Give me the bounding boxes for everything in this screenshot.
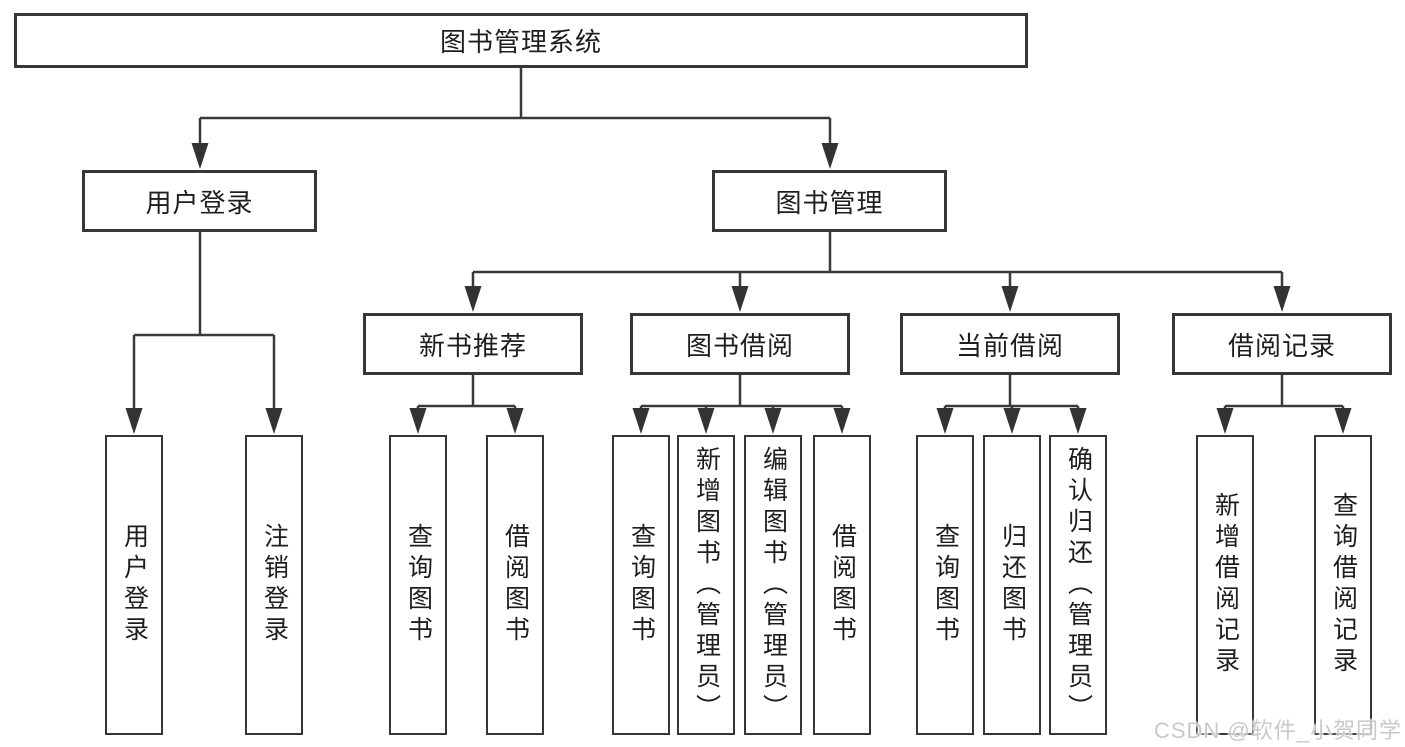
arrowhead-icon (409, 408, 427, 434)
arrowheads (125, 143, 1352, 434)
node-current-borrowing: 当前借阅 (900, 313, 1120, 375)
node-user-login: 用户登录 (82, 170, 317, 232)
node-root: 图书管理系统 (14, 13, 1028, 68)
leaf-logout-label: 注销登录 (260, 523, 289, 647)
node-borrowing-records-label: 借阅记录 (1227, 330, 1336, 361)
leaf-borrow-books-borrowing-label: 借阅图书 (828, 523, 857, 647)
arrowhead-icon (1069, 408, 1087, 434)
node-book-management-label: 图书管理 (775, 187, 884, 218)
leaf-return-books: 归还图书 (983, 435, 1041, 735)
leaf-confirm-return-admin: 确认归还（管理员） (1049, 435, 1107, 735)
arrowhead-icon (731, 286, 749, 312)
arrowhead-icon (833, 408, 851, 434)
leaf-query-books-newbook: 查询图书 (389, 435, 447, 735)
connector-book-borrowing-branch (639, 375, 844, 414)
leaf-add-book-admin: 新增图书（管理员） (677, 435, 735, 735)
node-current-borrowing-label: 当前借阅 (955, 330, 1064, 361)
leaf-borrow-books-newbook: 借阅图书 (486, 435, 544, 735)
arrowhead-icon (265, 408, 283, 434)
arrowhead-icon (632, 408, 650, 434)
arrowhead-icon (764, 408, 782, 434)
arrowhead-icon (1216, 408, 1234, 434)
arrowhead-icon (191, 143, 209, 169)
watermark: CSDN @软件_小贺同学 (1153, 718, 1402, 743)
leaf-query-books-current-label: 查询图书 (931, 523, 960, 647)
arrowhead-icon (821, 143, 839, 169)
leaf-query-books-borrowing: 查询图书 (612, 435, 670, 735)
leaf-borrow-books-newbook-label: 借阅图书 (501, 523, 530, 647)
leaf-edit-book-admin-label: 编辑图书（管理员） (759, 445, 788, 725)
node-new-book-recommend-label: 新书推荐 (418, 330, 527, 361)
leaf-return-books-label: 归还图书 (998, 523, 1027, 647)
leaf-edit-book-admin: 编辑图书（管理员） (744, 435, 802, 735)
connector-root-to-level2 (198, 68, 832, 148)
leaf-query-books-newbook-label: 查询图书 (404, 523, 433, 647)
leaf-logout: 注销登录 (245, 435, 303, 735)
connector-book-management-branch (471, 232, 1284, 290)
arrowhead-icon (1003, 408, 1021, 434)
arrowhead-icon (464, 286, 482, 312)
arrowhead-icon (697, 408, 715, 434)
arrowhead-icon (125, 408, 143, 434)
connector-lines (132, 68, 1345, 414)
leaf-confirm-return-admin-label: 确认归还（管理员） (1064, 445, 1093, 725)
leaf-user-login: 用户登录 (105, 435, 163, 735)
arrowhead-icon (936, 408, 954, 434)
connector-user-login-branch (132, 232, 276, 412)
leaf-query-borrow-record-label: 查询借阅记录 (1329, 492, 1358, 678)
node-borrowing-records: 借阅记录 (1172, 313, 1392, 375)
node-user-login-label: 用户登录 (145, 187, 254, 218)
arrowhead-icon (1334, 408, 1352, 434)
leaf-query-books-borrowing-label: 查询图书 (627, 523, 656, 647)
arrowhead-icon (1273, 286, 1291, 312)
node-root-label: 图书管理系统 (439, 27, 602, 57)
leaf-query-books-current: 查询图书 (916, 435, 974, 735)
leaf-user-login-label: 用户登录 (120, 523, 149, 647)
leaf-query-borrow-record: 查询借阅记录 (1314, 435, 1372, 735)
arrowhead-icon (506, 408, 524, 434)
connector-new-book-branch (416, 375, 517, 414)
node-book-borrowing-label: 图书借阅 (685, 330, 794, 361)
node-book-management: 图书管理 (712, 170, 947, 232)
leaf-borrow-books-borrowing: 借阅图书 (813, 435, 871, 735)
leaf-add-borrow-record: 新增借阅记录 (1196, 435, 1254, 735)
leaf-add-book-admin-label: 新增图书（管理员） (692, 445, 721, 725)
node-new-book-recommend: 新书推荐 (363, 313, 583, 375)
arrowhead-icon (1001, 286, 1019, 312)
leaf-add-borrow-record-label: 新增借阅记录 (1211, 492, 1240, 678)
connector-borrowing-records-branch (1223, 375, 1345, 414)
node-book-borrowing: 图书借阅 (630, 313, 850, 375)
